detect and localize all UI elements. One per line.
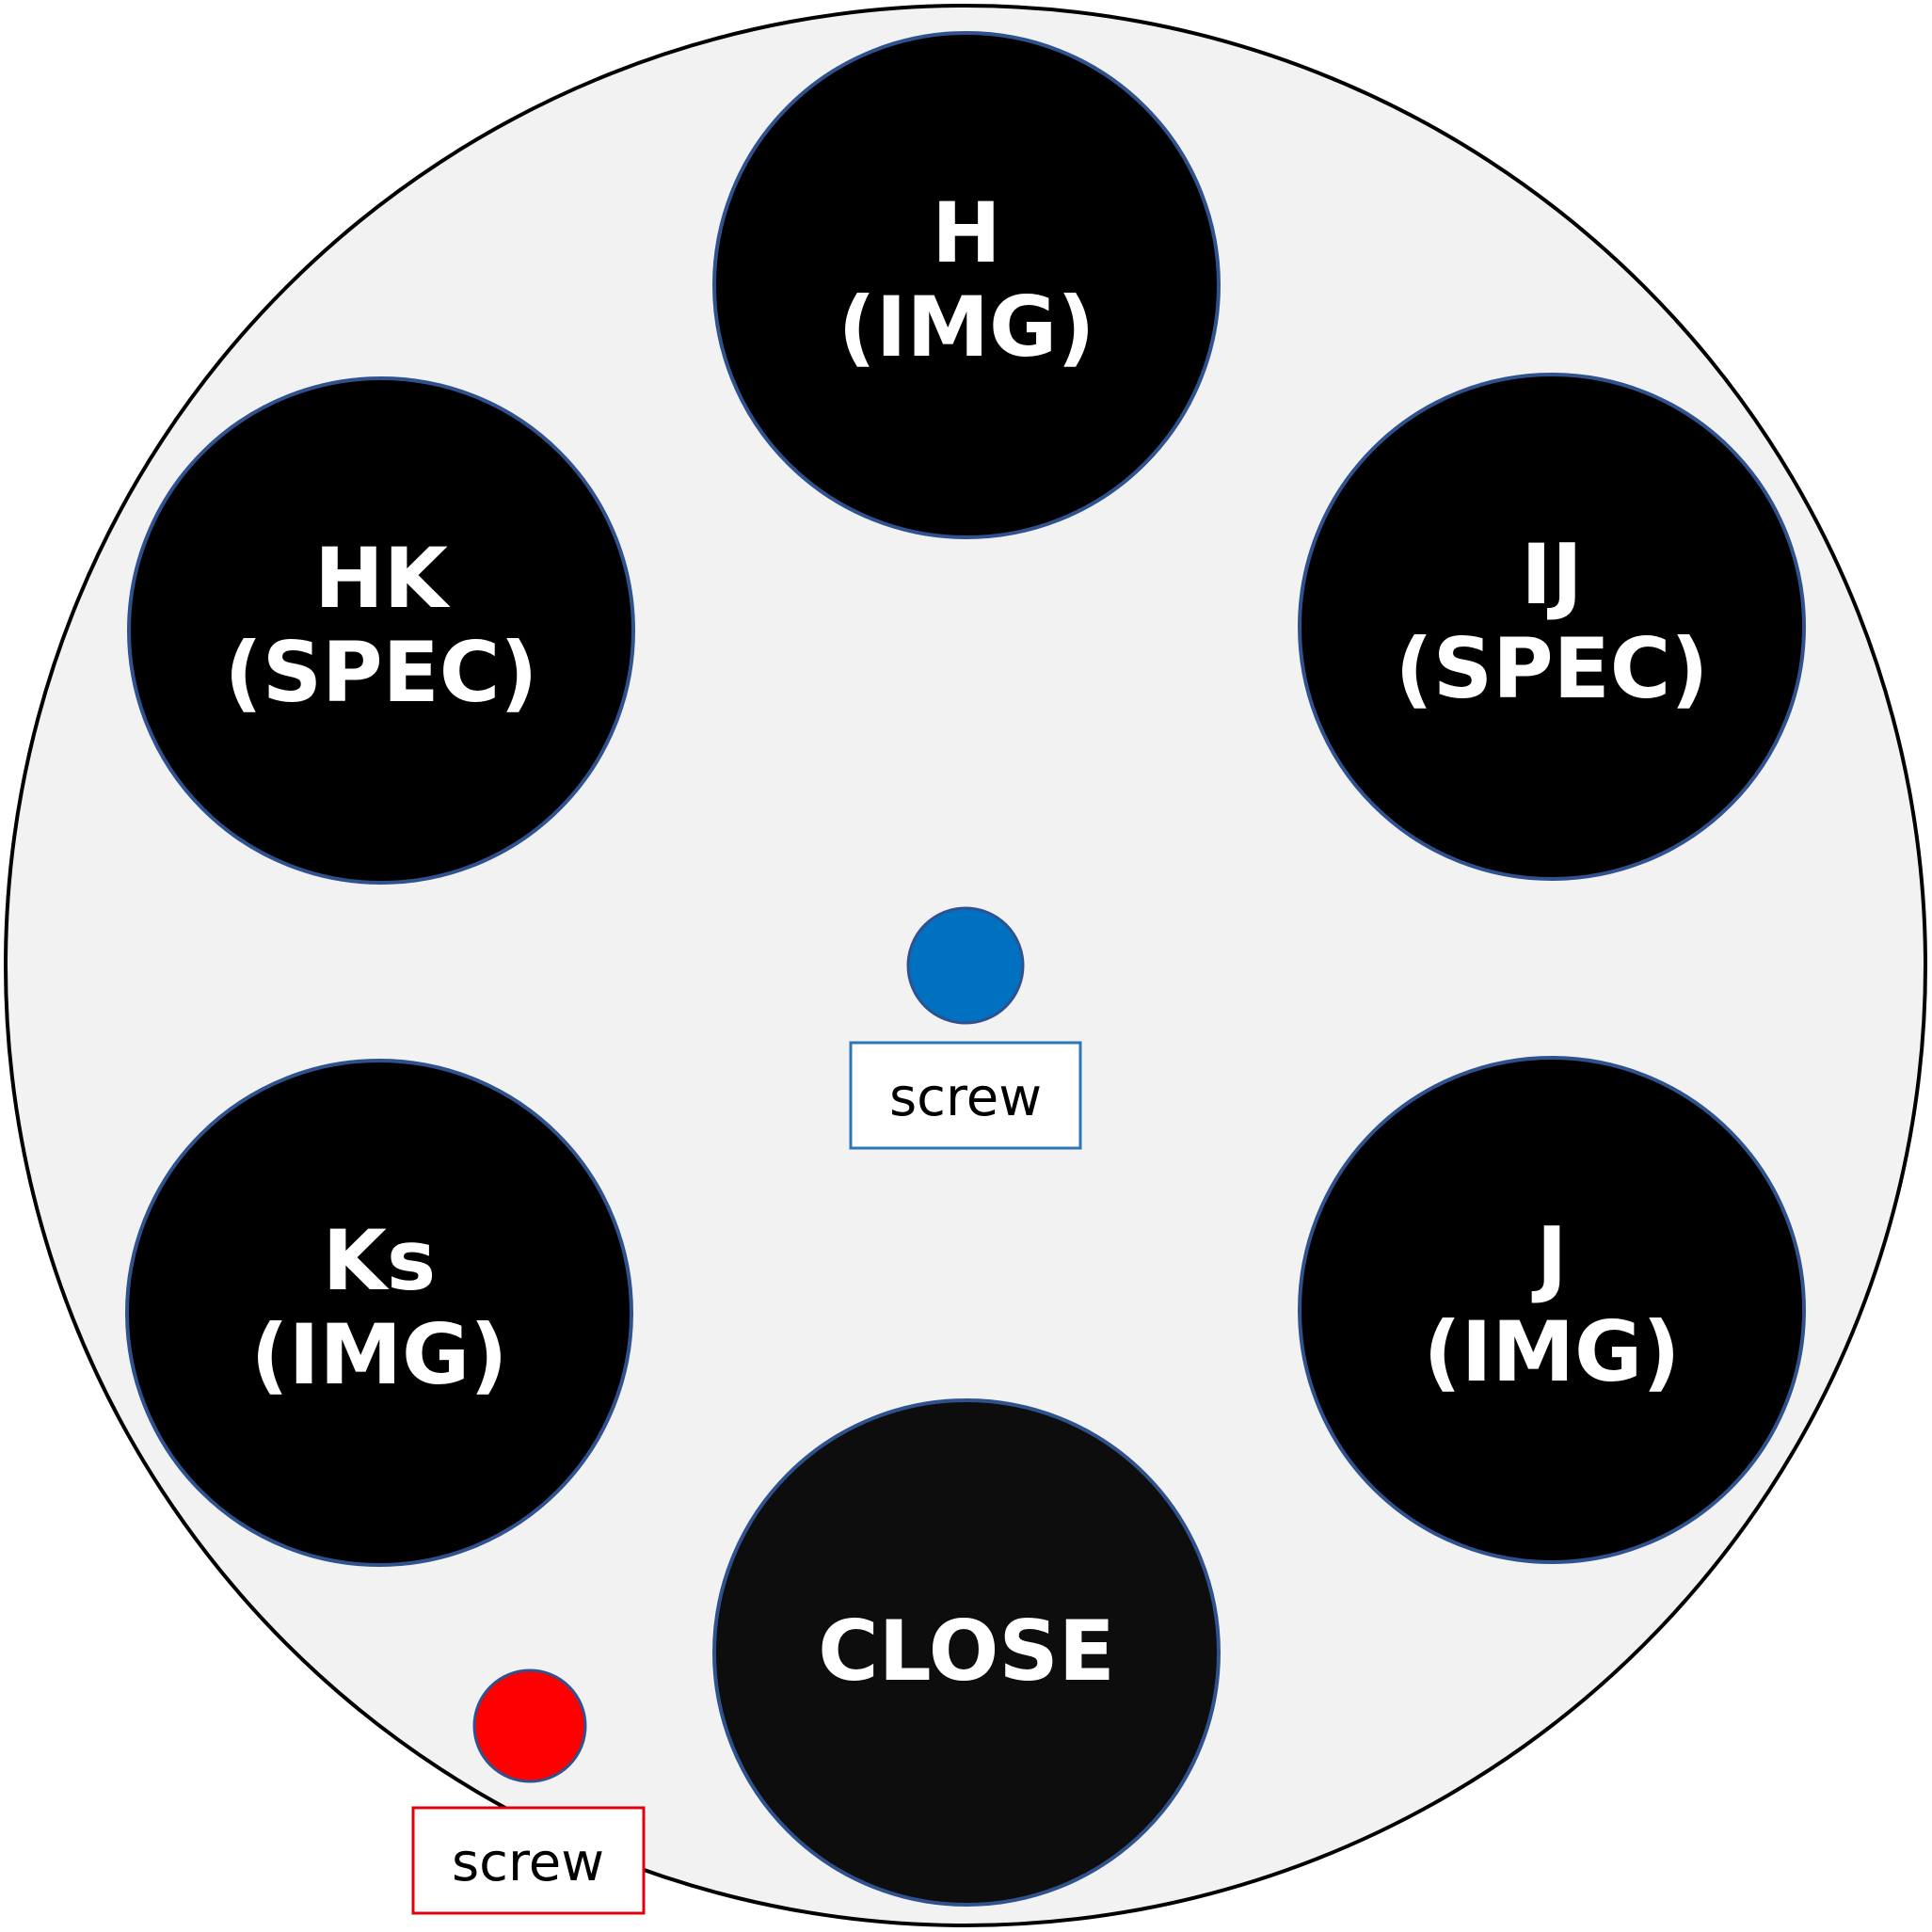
slot-ks-name: Ks [323, 1212, 437, 1309]
slot-hk-disc [127, 376, 635, 885]
slot-j-mode: (IMG) [1424, 1303, 1681, 1400]
slot-ij: IJ (SPEC) [1298, 373, 1806, 881]
slot-ks-disc [125, 1059, 633, 1567]
slot-close-name: CLOSE [818, 1603, 1115, 1700]
slot-ij-mode: (SPEC) [1395, 620, 1708, 717]
slot-hk-mode: (SPEC) [224, 624, 537, 721]
slot-ij-disc [1298, 373, 1806, 881]
slot-h-mode: (IMG) [838, 279, 1095, 375]
slot-hk-name: HK [314, 530, 451, 627]
edge-screw-label-box [411, 1806, 646, 1915]
edge-screw-label: screw [452, 1832, 604, 1893]
slot-h-disc [712, 31, 1221, 539]
center-screw: screw [849, 906, 1082, 1150]
slot-hk: HK (SPEC) [127, 376, 635, 885]
slot-close: CLOSE [712, 1398, 1221, 1907]
blue-screw-icon [906, 906, 1025, 1025]
center-screw-label-box [849, 1041, 1082, 1150]
slot-ij-name: IJ [1521, 526, 1582, 623]
slot-j: J (IMG) [1298, 1056, 1806, 1564]
slot-h: H (IMG) [712, 31, 1221, 539]
center-screw-label: screw [889, 1067, 1042, 1128]
slot-ks-mode: (IMG) [251, 1306, 508, 1403]
slot-j-disc [1298, 1056, 1806, 1564]
slot-ks: Ks (IMG) [125, 1059, 633, 1567]
edge-screw: screw [411, 1669, 646, 1915]
red-screw-icon [472, 1669, 587, 1783]
slot-j-name: J [1532, 1209, 1568, 1306]
slot-close-disc [712, 1398, 1221, 1907]
slot-h-name: H [932, 184, 1001, 281]
